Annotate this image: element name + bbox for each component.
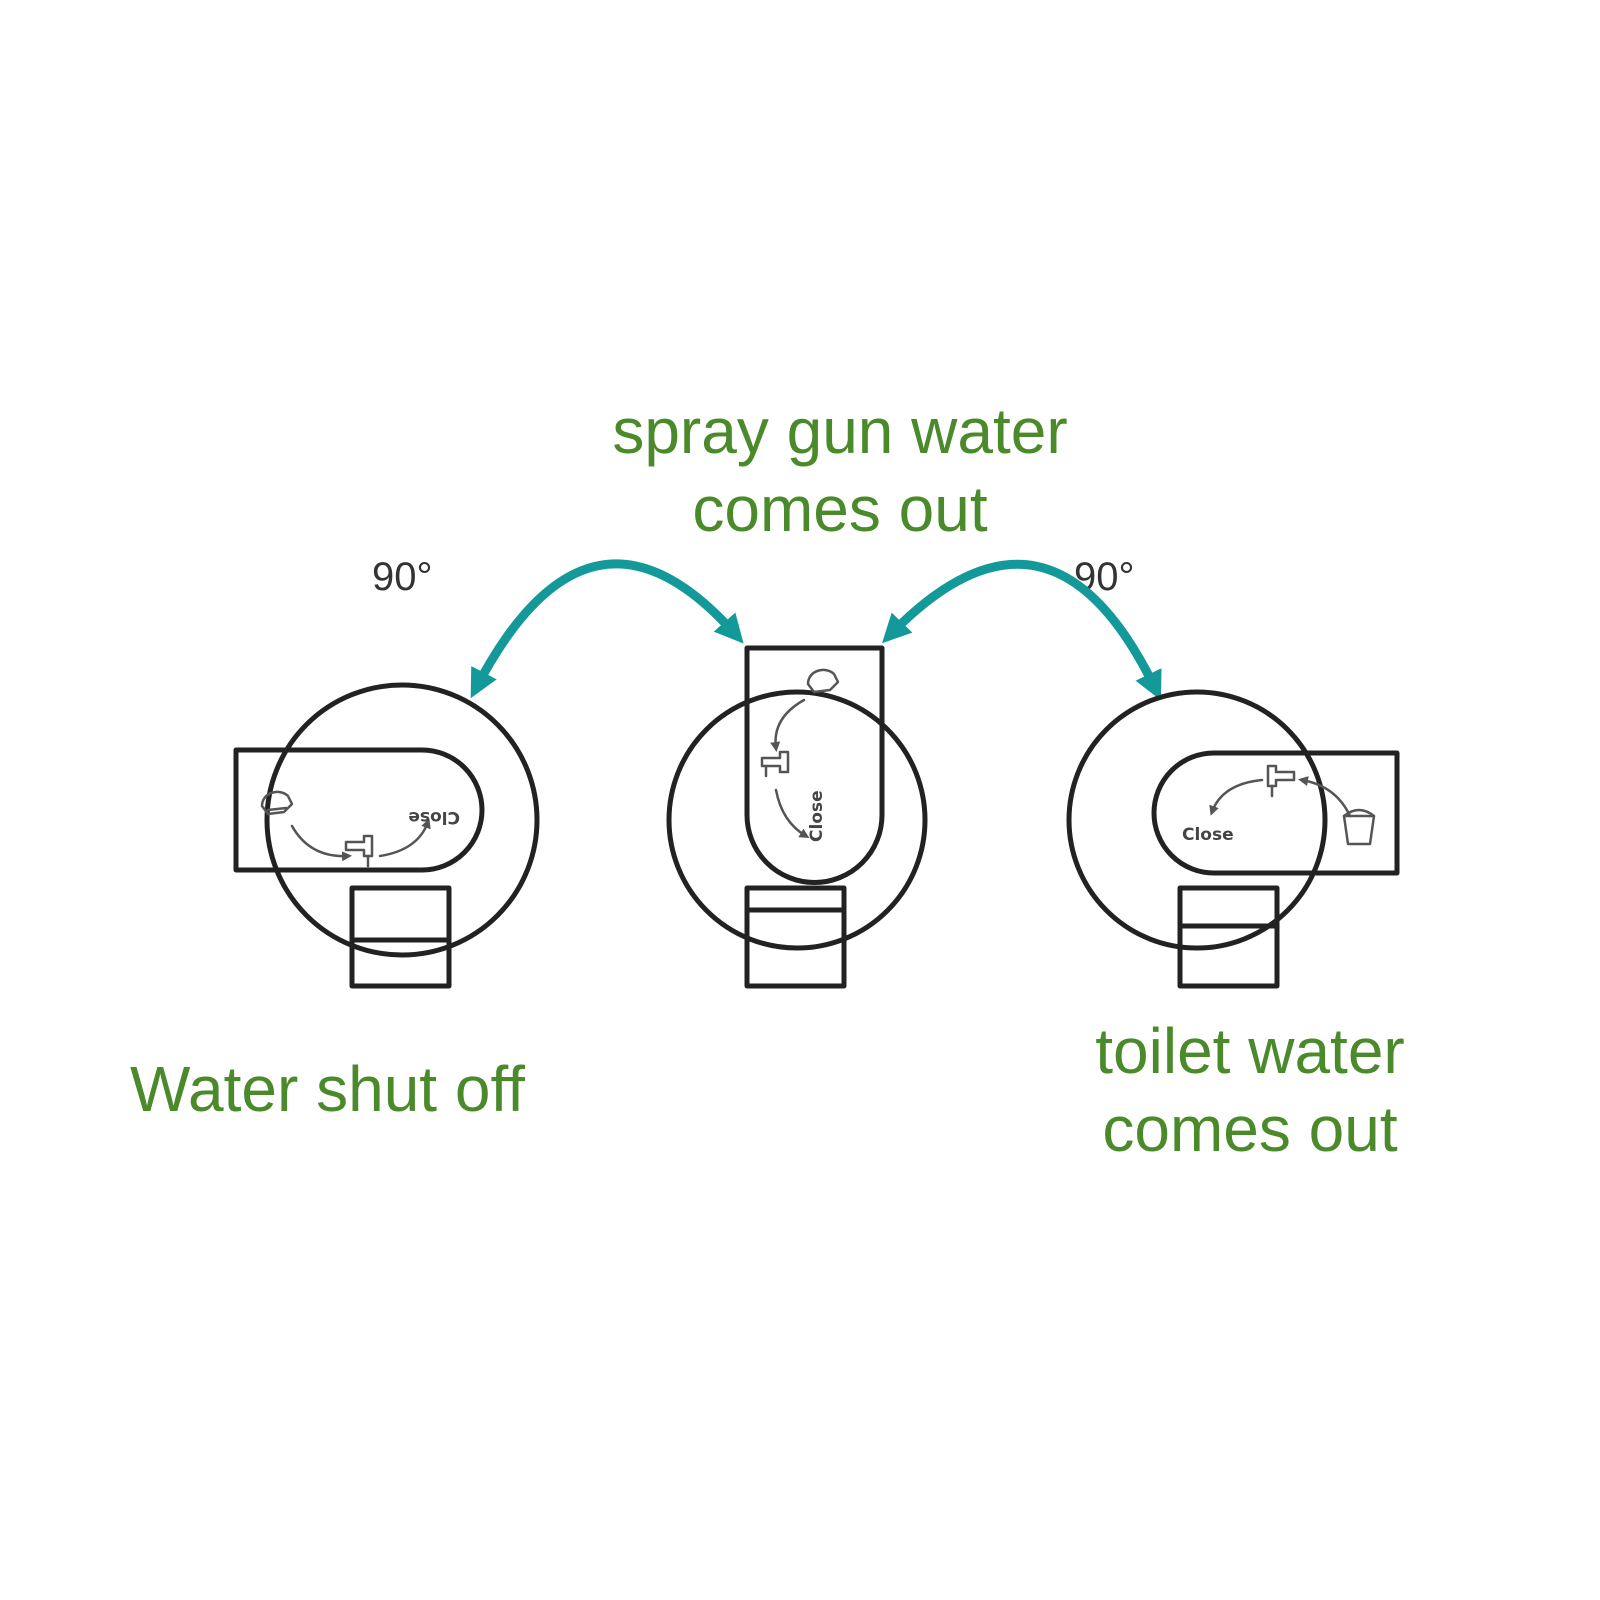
valve-stem <box>349 885 452 989</box>
curved-arrow-icon <box>290 824 352 862</box>
spray-gun-position-label: spray gun water comes out <box>540 392 1140 548</box>
valve-spray-gun: Close <box>666 645 928 989</box>
handle-close-text: Close <box>1182 825 1234 845</box>
toilet-water-position-label: toilet water comes out <box>1010 1012 1490 1168</box>
valve-base-plate <box>666 689 928 951</box>
rotation-angle-left: 90° <box>372 555 433 599</box>
spray-gun-icon <box>806 668 840 694</box>
bucket-icon <box>1342 808 1376 846</box>
faucet-icon <box>1266 764 1296 798</box>
curved-arrow-icon <box>770 698 806 752</box>
curved-arrow-icon <box>378 818 431 858</box>
valve-handle <box>1151 750 1400 876</box>
valve-base-plate <box>264 682 540 958</box>
valve-handle <box>744 645 885 885</box>
valve-toilet: Close <box>1066 689 1400 989</box>
spray-label-line-1: spray gun water <box>612 395 1068 467</box>
faucet-icon <box>344 834 374 868</box>
spray-label-line-2: comes out <box>692 473 988 545</box>
handle-close-text: Close <box>807 790 827 842</box>
curved-arrow-icon <box>774 788 810 839</box>
water-shut-off-label: Water shut off <box>130 1053 525 1125</box>
curved-arrow-icon <box>1209 778 1264 816</box>
curved-arrow-icon <box>1298 776 1352 818</box>
valve-shut-off: Close <box>233 682 540 989</box>
toilet-label-line-1: toilet water <box>1095 1015 1405 1087</box>
handle-close-text: Close <box>408 807 460 827</box>
rotation-arrow-right <box>881 559 1162 701</box>
valve-base-plate <box>1066 689 1328 951</box>
valve-stem <box>1177 885 1280 989</box>
toilet-label-line-2: comes out <box>1102 1093 1398 1165</box>
valve-handle <box>233 747 485 873</box>
faucet-icon <box>760 750 790 778</box>
valve-stem <box>744 885 847 989</box>
spray-gun-icon <box>260 790 294 816</box>
rotation-arrow-left <box>470 559 744 699</box>
